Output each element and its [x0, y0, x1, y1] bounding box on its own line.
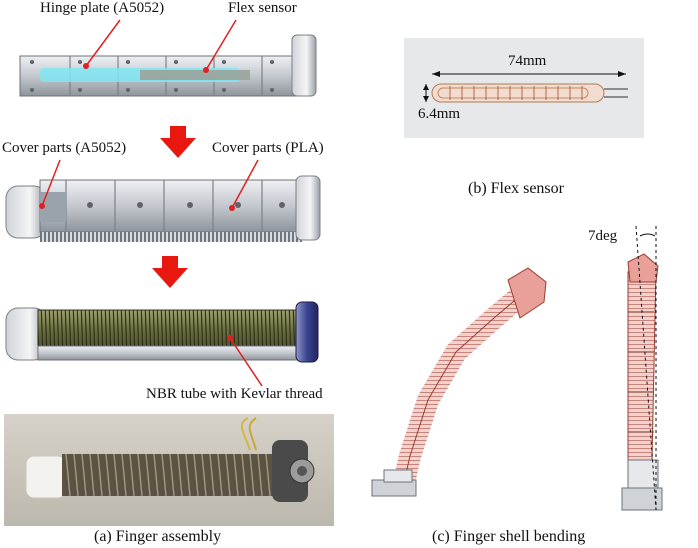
straight-finger-shell	[621, 225, 663, 511]
cover-metal-label: Cover parts (A5052)	[2, 140, 127, 156]
length-label: 74mm	[508, 53, 547, 69]
caption-c: (c) Finger shell bending	[432, 528, 586, 545]
width-label: 6.4mm	[418, 106, 461, 122]
flex-sensor-label: Flex sensor	[228, 0, 297, 16]
angle-arc	[639, 233, 656, 237]
hinge-plate-label: Hinge plate (A5052)	[40, 0, 165, 16]
bent-finger-shell	[371, 267, 547, 497]
cover-metal-callout	[41, 159, 61, 207]
nbr-tube-callout	[229, 337, 263, 387]
angle-label: 7deg	[588, 228, 618, 244]
caption-b: (b) Flex sensor	[468, 180, 564, 197]
caption-a: (a) Finger assembly	[94, 528, 222, 545]
cover-pla-label: Cover parts (PLA)	[212, 140, 324, 156]
down-arrow-icon	[152, 256, 188, 288]
hinge-plate-callout	[85, 19, 121, 67]
nbr-tube-label: NBR tube with Kevlar thread	[146, 386, 323, 402]
flex-sensor-callout	[205, 19, 237, 71]
down-arrow-icon	[160, 126, 196, 158]
flex-sensor-photo	[404, 38, 644, 138]
finger-photo	[4, 414, 334, 526]
hinge-plate-assembly	[19, 34, 317, 97]
nbr-tube-assembly	[5, 301, 319, 363]
cover-pla-callout	[231, 159, 259, 209]
cover-parts-assembly	[5, 175, 321, 242]
